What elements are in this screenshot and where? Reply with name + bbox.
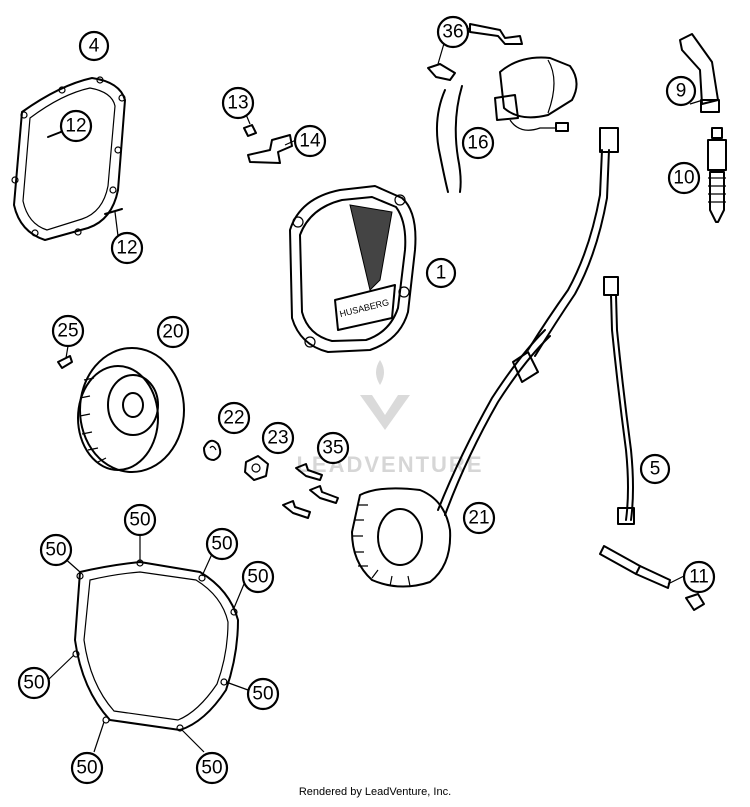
callout-13[interactable]: 13	[221, 86, 255, 120]
callout-50-right-top[interactable]: 50	[241, 560, 275, 594]
callout-12-lower[interactable]: 12	[110, 231, 144, 265]
callout-9[interactable]: 9	[665, 75, 697, 107]
ignition-coil-part[interactable]	[436, 56, 578, 193]
callout-14[interactable]: 14	[293, 124, 327, 158]
callout-50-label: 50	[211, 534, 232, 555]
callout-50-upper-left[interactable]: 50	[39, 533, 73, 567]
callout-21[interactable]: 21	[462, 501, 496, 535]
cable-bracket-part[interactable]	[247, 134, 293, 164]
callout-1[interactable]: 1	[425, 257, 457, 289]
callout-50-right[interactable]: 50	[246, 677, 280, 711]
callout-16-label: 16	[467, 133, 488, 154]
callout-12-lower-label: 12	[116, 238, 137, 259]
pickup-sensor-part[interactable]	[599, 276, 671, 589]
callout-35-label: 35	[322, 438, 343, 459]
callout-20[interactable]: 20	[156, 315, 190, 349]
flywheel-nut-part[interactable]	[244, 455, 269, 481]
callout-11[interactable]: 11	[682, 560, 716, 594]
callout-23-label: 23	[267, 428, 288, 449]
callout-14-label: 14	[299, 131, 321, 152]
callout-16[interactable]: 16	[461, 126, 495, 160]
callout-5-label: 5	[650, 459, 661, 480]
callout-50-label: 50	[247, 567, 268, 588]
callout-50-left[interactable]: 50	[17, 666, 51, 700]
callout-13-label: 13	[227, 93, 248, 114]
dowel-pin-part[interactable]	[47, 129, 123, 215]
callout-36[interactable]: 36	[436, 15, 470, 49]
callout-22[interactable]: 22	[217, 401, 251, 435]
rendered-by-footer: Rendered by LeadVenture, Inc.	[298, 786, 452, 798]
callout-50-label: 50	[76, 758, 97, 779]
stator-part[interactable]	[351, 127, 619, 588]
callout-10[interactable]: 10	[667, 161, 701, 195]
spark-plug-cap-part[interactable]	[679, 33, 720, 113]
callout-50-bottom-left[interactable]: 50	[70, 751, 104, 785]
callout-5[interactable]: 5	[639, 453, 671, 485]
callout-50-bottom-right[interactable]: 50	[195, 751, 229, 785]
callout-25-label: 25	[57, 321, 78, 342]
washer-part[interactable]	[203, 439, 222, 461]
callout-50-label: 50	[45, 540, 66, 561]
callout-23[interactable]: 23	[261, 421, 295, 455]
callout-21-label: 21	[468, 508, 489, 529]
callout-9-label: 9	[676, 81, 687, 102]
svg-text:HUSABERG: HUSABERG	[339, 297, 390, 319]
callout-50-label: 50	[201, 758, 222, 779]
callout-50-upper-right[interactable]: 50	[205, 527, 239, 561]
callout-50-label: 50	[129, 510, 150, 531]
callout-50-label: 50	[23, 673, 44, 694]
callout-25[interactable]: 25	[51, 314, 85, 348]
callout-10-label: 10	[673, 168, 694, 189]
callout-12-upper[interactable]: 12	[59, 109, 93, 143]
woodruff-key-part[interactable]	[57, 355, 73, 369]
bracket-bolt-part[interactable]	[243, 124, 257, 137]
callout-35[interactable]: 35	[316, 431, 350, 465]
callout-20-label: 20	[162, 322, 183, 343]
callout-12-upper-label: 12	[65, 116, 86, 137]
callout-4-label: 4	[89, 36, 100, 57]
stator-gasket-part[interactable]	[72, 559, 239, 732]
cover-gasket-part[interactable]	[11, 76, 126, 241]
callout-50-top[interactable]: 50	[123, 503, 157, 537]
callout-22-label: 22	[223, 408, 244, 429]
coil-bolt-part[interactable]	[427, 23, 523, 81]
spark-plug-part[interactable]	[707, 127, 727, 223]
stator-bolt-part[interactable]	[282, 463, 339, 519]
ignition-cover-part[interactable]: HUSABERG	[289, 185, 417, 353]
callout-50-label: 50	[252, 684, 273, 705]
flywheel-part[interactable]	[77, 347, 185, 473]
callout-1-label: 1	[436, 263, 447, 284]
callout-36-label: 36	[442, 22, 463, 43]
leader-lines	[47, 27, 704, 753]
callout-11-label: 11	[689, 567, 709, 588]
callout-4[interactable]: 4	[78, 30, 110, 62]
sensor-screw-part[interactable]	[685, 593, 705, 611]
